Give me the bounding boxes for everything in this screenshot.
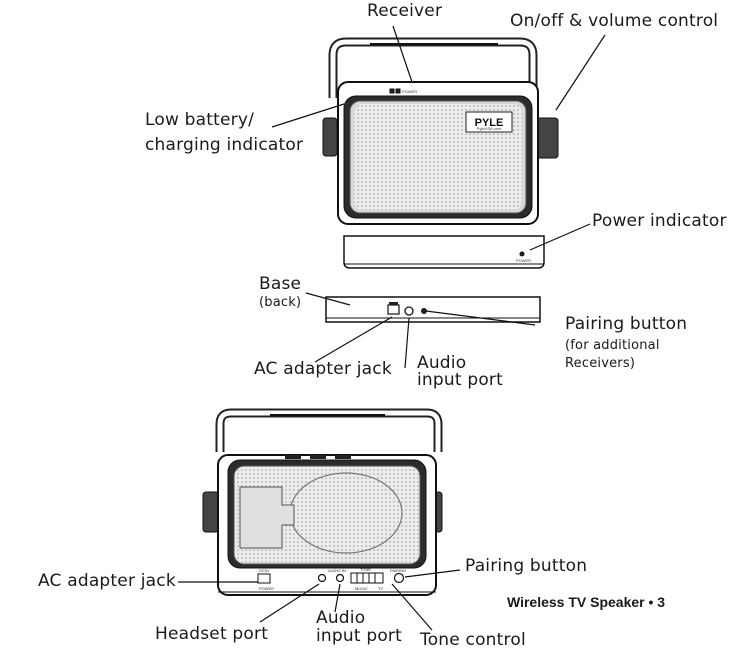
label-tone-control: Tone control (420, 630, 526, 650)
label-power-indicator: Power indicator (592, 211, 727, 231)
base-power-text: POWER (516, 258, 531, 263)
label-pairing-note-2: Receivers) (565, 356, 636, 371)
label-base-back: (back) (259, 295, 302, 310)
audio-in-text: AUDIO IN (328, 568, 346, 573)
base-front (343, 235, 545, 269)
power-text: POWER (259, 586, 274, 591)
label-ac-adapter-jack: AC adapter jack (254, 359, 392, 379)
page-footer: Wireless TV Speaker • 3 (507, 594, 666, 610)
label-audio-input-4: input port (316, 626, 402, 646)
label-base: Base (259, 274, 302, 294)
receiver-front (322, 37, 559, 225)
label-audio-input-3: Audio (316, 608, 366, 628)
music-text: MUSIC (355, 586, 368, 591)
label-audio-input-2: input port (417, 370, 503, 390)
label-headset-port: Headset port (155, 624, 269, 644)
battery-indicator-text: POWER (402, 89, 417, 94)
receiver-back (202, 408, 443, 596)
brand-logo: PYLE (475, 117, 504, 129)
brand-url: PyleUSA.com (477, 126, 502, 131)
base-back (325, 296, 541, 323)
pairing-small-text: PAIRING (390, 568, 406, 573)
tone-text: TONE (360, 567, 371, 572)
tv-text: TV (378, 586, 383, 591)
label-low-battery-2: charging indicator (145, 135, 304, 155)
leader-lines (178, 25, 606, 631)
label-receiver: Receiver (367, 1, 443, 21)
label-pairing-note-1: (for additional (565, 338, 660, 353)
label-audio-input-1: Audio (417, 353, 467, 373)
label-onoff-volume: On/off & volume control (510, 11, 719, 31)
label-ac-adapter-jack-back: AC adapter jack (38, 571, 176, 591)
label-pairing-button: Pairing button (565, 314, 688, 334)
dc-text: DC5V (259, 568, 270, 573)
label-low-battery-1: Low battery/ (145, 110, 255, 130)
label-pairing-button-back: Pairing button (465, 556, 588, 576)
